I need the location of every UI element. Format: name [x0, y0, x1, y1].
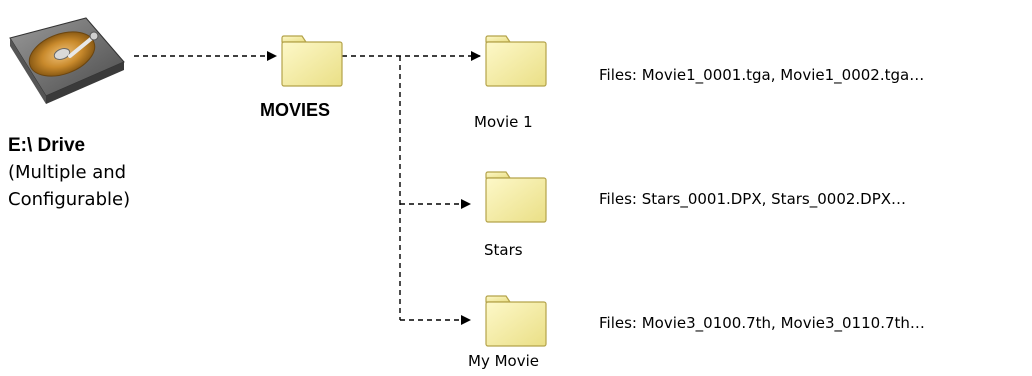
drive-title: E:\ Drive [8, 135, 86, 156]
movie1-files-text: Files: Movie1_0001.tga, Movie1_0002.tga… [599, 66, 925, 84]
folder-icon [281, 35, 343, 87]
folder-icon [485, 295, 547, 347]
mymovie-files-text: Files: Movie3_0100.7th, Movie3_0110.7th… [599, 314, 925, 332]
mymovie-folder-label: My Movie [468, 352, 539, 370]
movie1-folder-label: Movie 1 [474, 113, 533, 131]
stars-folder-label: Stars [484, 241, 523, 259]
drive-subtitle-line1: (Multiple and [8, 162, 127, 183]
drive-subtitle-line2: Configurable) [8, 189, 131, 210]
hard-drive-icon [9, 17, 125, 104]
movies-folder-label: MOVIES [260, 100, 331, 120]
stars-files-text: Files: Stars_0001.DPX, Stars_0002.DPX… [599, 190, 907, 208]
folder-icon [485, 171, 547, 223]
drive-label: E:\ Drive (Multiple and Configurable) [8, 132, 130, 213]
folder-icon [485, 35, 547, 87]
